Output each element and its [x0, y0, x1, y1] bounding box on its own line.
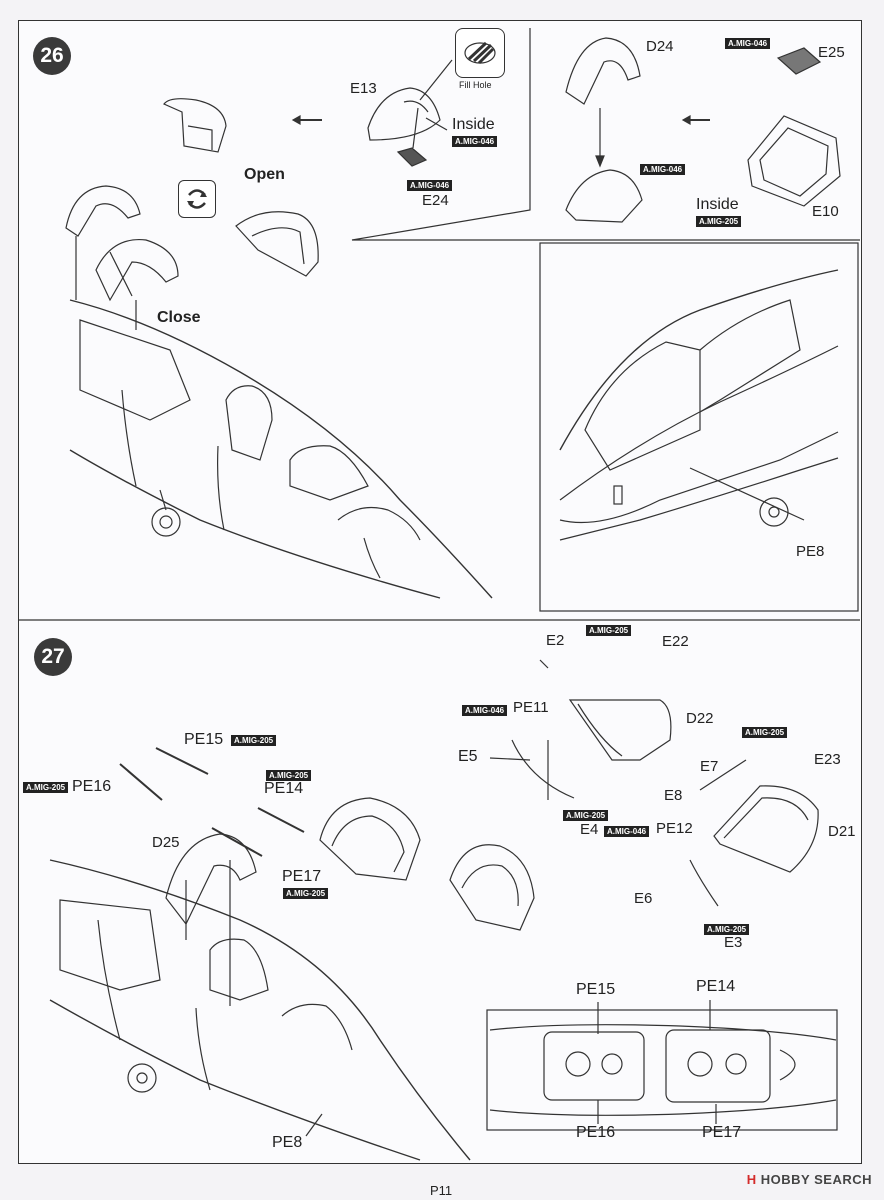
- part-pe11: PE11: [513, 699, 549, 716]
- part-d25: D25: [152, 834, 180, 851]
- inside-label: Inside: [452, 116, 495, 133]
- part-e6: E6: [634, 890, 653, 907]
- part-e10: E10: [812, 203, 839, 220]
- part-d21: D21: [828, 823, 856, 840]
- mig205-tag: A.MIG-205: [742, 727, 788, 738]
- part-e5: E5: [458, 748, 478, 765]
- fill-hole-icon: [455, 28, 505, 78]
- mig205-tag: A.MIG-205: [231, 735, 277, 746]
- part-e3: E3: [724, 934, 743, 951]
- part-pe17-top: PE17: [702, 1124, 742, 1141]
- part-pe8: PE8: [272, 1134, 303, 1151]
- mig046-tag: A.MIG-046: [725, 38, 771, 49]
- part-pe15: PE15: [184, 731, 224, 748]
- close-label: Close: [157, 309, 201, 326]
- part-e23: E23: [814, 751, 841, 768]
- rotate-icon: [178, 180, 216, 218]
- part-e22: E22: [662, 633, 689, 650]
- part-d24: D24: [646, 38, 674, 55]
- inside-label: Inside: [696, 196, 739, 213]
- part-pe12: PE12: [656, 820, 693, 837]
- mig205-tag: A.MIG-205: [704, 924, 750, 935]
- mig205-tag: A.MIG-205: [283, 888, 329, 899]
- part-d22: D22: [686, 710, 714, 727]
- open-label: Open: [244, 166, 285, 183]
- brand-watermark: H HOBBY SEARCH: [747, 1172, 872, 1187]
- brand-name: HOBBY SEARCH: [760, 1172, 872, 1187]
- mig046-tag: A.MIG-046: [604, 826, 650, 837]
- page-number: P11: [430, 1183, 453, 1198]
- part-pe16: PE16: [72, 778, 112, 795]
- part-e7: E7: [700, 758, 719, 775]
- step-26-badge: 26: [33, 37, 71, 75]
- mig205-tag: A.MIG-205: [266, 770, 312, 781]
- brand-logo-icon: H: [746, 1172, 757, 1187]
- mig205-tag: A.MIG-205: [586, 625, 632, 636]
- part-pe8: PE8: [796, 543, 825, 560]
- mig205-tag: A.MIG-205: [23, 782, 69, 793]
- part-e13: E13: [350, 80, 377, 97]
- mig205-tag: A.MIG-205: [696, 216, 742, 227]
- part-pe17: PE17: [282, 868, 322, 885]
- mig046-tag: A.MIG-046: [452, 136, 498, 147]
- part-pe14: PE14: [264, 780, 304, 797]
- part-e8: E8: [664, 787, 683, 804]
- step-27-badge: 27: [34, 638, 72, 676]
- part-e2: E2: [546, 632, 565, 649]
- fill-hole-label: Fill Hole: [459, 80, 492, 90]
- part-pe15-top: PE15: [576, 981, 616, 998]
- part-pe16-top: PE16: [576, 1124, 616, 1141]
- part-e24: E24: [422, 192, 449, 209]
- part-pe14-top: PE14: [696, 978, 736, 995]
- mig046-tag: A.MIG-046: [462, 705, 508, 716]
- mig046-tag: A.MIG-046: [407, 180, 453, 191]
- mig046-tag: A.MIG-046: [640, 164, 686, 175]
- mig205-tag: A.MIG-205: [563, 810, 609, 821]
- part-e25: E25: [818, 44, 845, 61]
- part-e4: E4: [580, 821, 599, 838]
